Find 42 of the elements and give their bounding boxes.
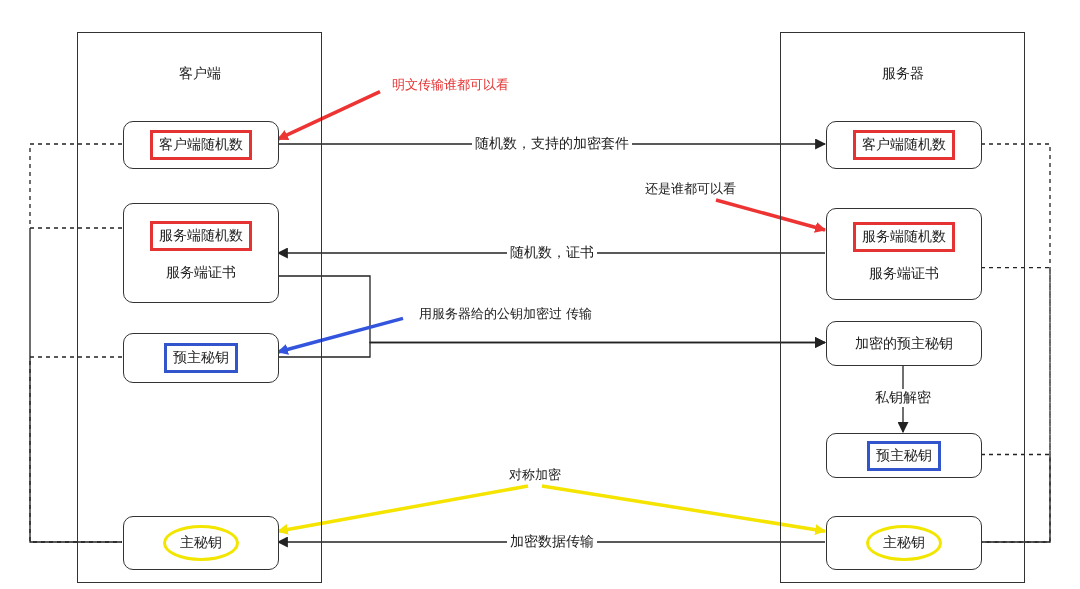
annotation-text: 还是谁都可以看 [625, 178, 755, 200]
node-label: 服务端证书 [165, 263, 237, 282]
arrow [277, 337, 827, 358]
process-box [123, 203, 279, 303]
edge-label: 随机数，证书 [506, 244, 597, 262]
column-title: 服务器 [880, 65, 925, 83]
highlighted-label: 服务端随机数 [853, 222, 955, 252]
dashed-line [980, 143, 1051, 543]
process-box [826, 121, 982, 169]
process-box [123, 121, 279, 169]
dashed-line [29, 227, 123, 543]
process-box [826, 516, 982, 570]
dashed-line [29, 143, 123, 543]
node-label: 服务端证书 [868, 264, 940, 283]
arrow [277, 90, 381, 141]
process-box [826, 321, 982, 366]
column-panel [77, 32, 322, 583]
highlighted-label: 客户端随机数 [853, 130, 955, 160]
column-panel [780, 32, 1025, 583]
highlighted-label: 客户端随机数 [150, 130, 252, 160]
arrow [541, 484, 827, 536]
edge-label: 加密数据传输 [506, 533, 597, 551]
edge-label: 私钥解密 [872, 389, 934, 407]
dashed-line [29, 356, 123, 543]
dashed-line [980, 453, 1051, 543]
process-box [826, 208, 982, 300]
annotation-text: 用服务器给的公钥加密过 传输 [403, 303, 608, 325]
highlighted-label: 服务端随机数 [150, 221, 252, 251]
process-box [826, 433, 982, 478]
annotation-text: 对称加密 [500, 464, 570, 486]
annotation-text: 明文传输谁都可以看 [380, 74, 520, 96]
arrow [715, 198, 827, 233]
node-label: 加密的预主秘钥 [854, 333, 954, 353]
circled-label: 主秘钥 [163, 525, 239, 561]
highlighted-label: 预主秘钥 [164, 343, 238, 373]
circled-label: 主秘钥 [866, 525, 942, 561]
dashed-line [980, 267, 1051, 543]
highlighted-label: 预主秘钥 [867, 440, 941, 471]
edge-label: 随机数，支持的加密套件 [471, 135, 632, 153]
process-box [123, 333, 279, 383]
process-box [123, 516, 279, 570]
column-title: 客户端 [177, 65, 222, 83]
